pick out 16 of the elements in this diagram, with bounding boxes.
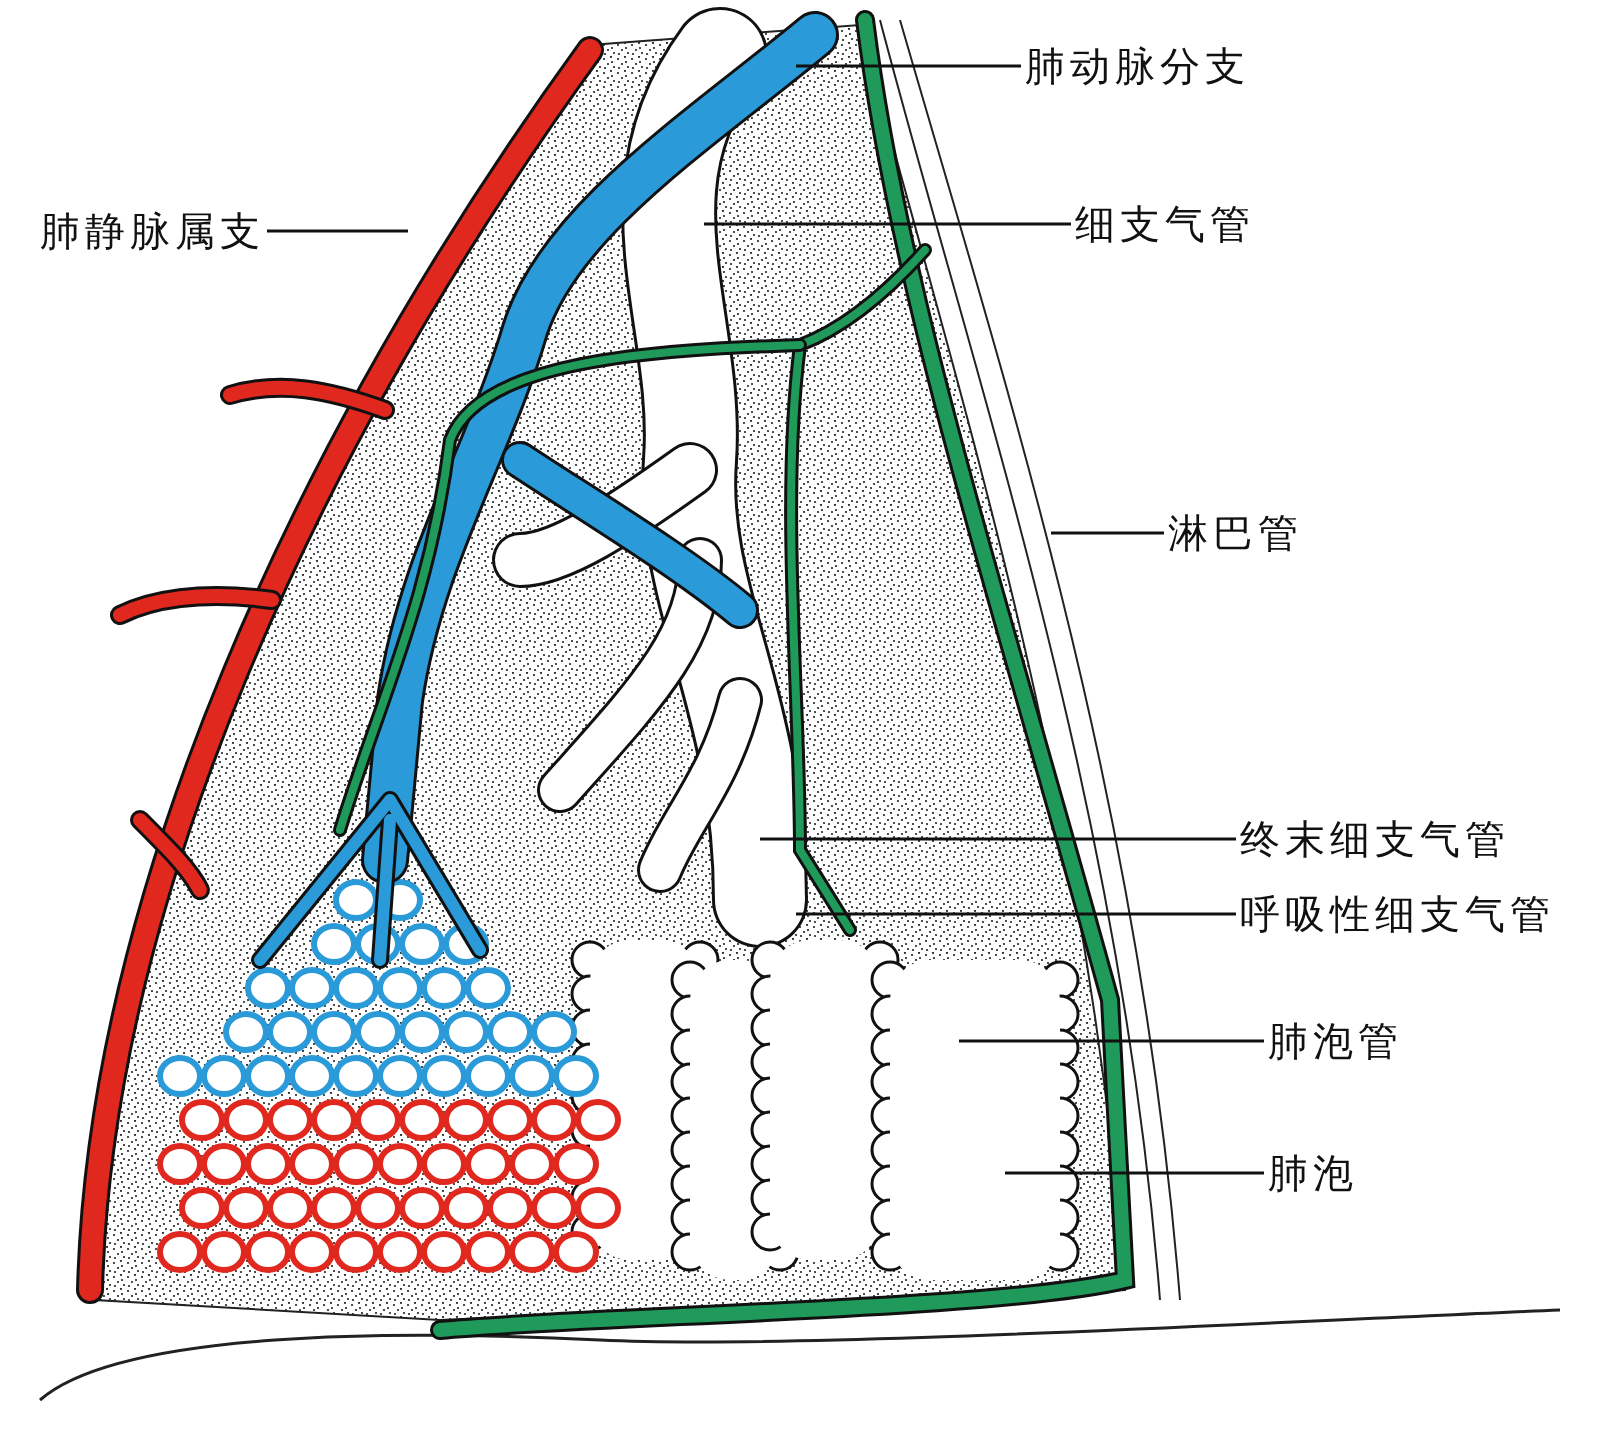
part-label: 终末细支气管 — [1240, 817, 1510, 861]
leader-line — [959, 1039, 1264, 1043]
part-label: 淋巴管 — [1168, 511, 1303, 555]
leader-line — [1051, 531, 1164, 535]
part-label: 肺泡管 — [1268, 1019, 1403, 1063]
leader-line — [796, 912, 1236, 916]
leader-line — [704, 222, 1071, 226]
leader-line — [760, 837, 1236, 841]
part-label: 肺静脉属支 — [40, 209, 265, 253]
leader-line — [796, 64, 1021, 68]
part-label: 细支气管 — [1075, 202, 1255, 246]
leader-line — [1005, 1171, 1264, 1175]
part-label: 肺泡 — [1268, 1151, 1358, 1195]
part-label: 肺动脉分支 — [1025, 44, 1250, 88]
part-label: 呼吸性细支气管 — [1240, 892, 1555, 936]
leader-line — [267, 229, 408, 233]
